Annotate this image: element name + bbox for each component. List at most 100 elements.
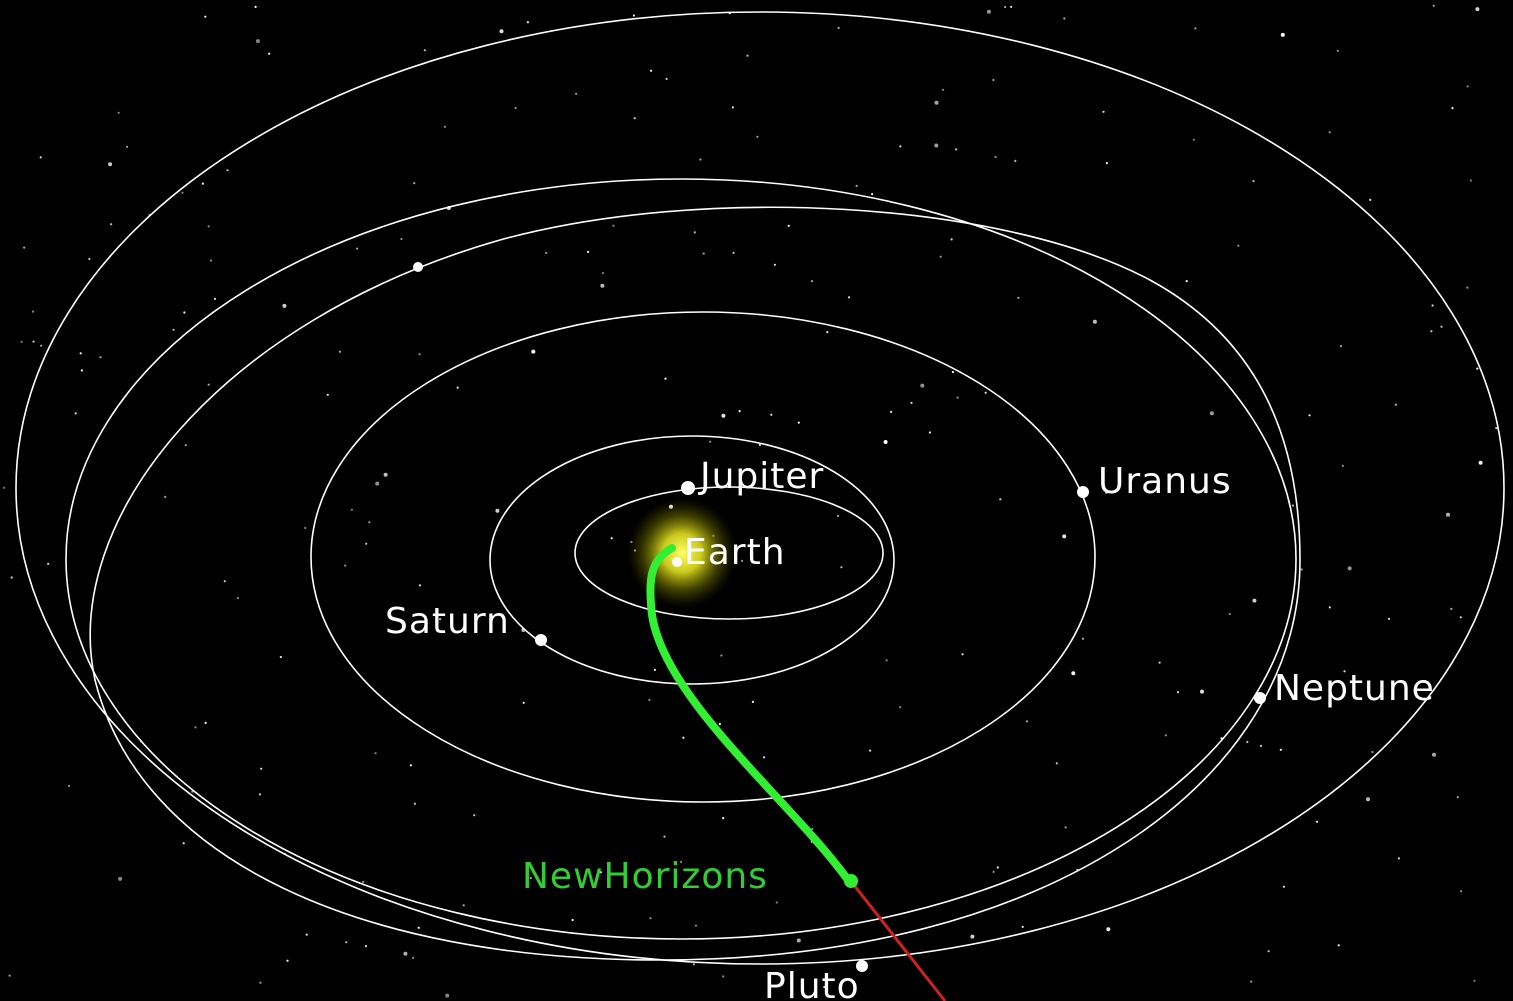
- star: [1228, 612, 1231, 616]
- star: [899, 145, 902, 148]
- star: [575, 92, 578, 95]
- star: [356, 247, 359, 250]
- star: [1343, 670, 1346, 673]
- star: [80, 369, 83, 372]
- star: [1431, 304, 1434, 307]
- star: [1185, 280, 1188, 283]
- star: [260, 767, 263, 770]
- star: [587, 250, 590, 253]
- pluto-dot-icon: [856, 960, 868, 972]
- star: [693, 231, 696, 234]
- star: [1456, 796, 1459, 799]
- star: [79, 352, 82, 355]
- star: [939, 255, 942, 258]
- saturn-dot-icon: [535, 634, 547, 646]
- star: [344, 564, 347, 567]
- star: [692, 963, 696, 966]
- star: [375, 481, 380, 486]
- star: [1308, 414, 1311, 417]
- star: [39, 156, 42, 159]
- star: [775, 901, 778, 904]
- star: [1291, 504, 1295, 507]
- star: [473, 814, 476, 817]
- star: [1397, 857, 1400, 860]
- star: [1250, 980, 1253, 983]
- star: [1476, 367, 1479, 370]
- star: [1430, 330, 1433, 333]
- star: [462, 904, 465, 907]
- star: [928, 431, 932, 434]
- star: [751, 700, 755, 704]
- star: [409, 764, 412, 767]
- star: [1460, 890, 1463, 893]
- star: [1105, 162, 1108, 165]
- orbit-saturn: [310, 311, 1096, 803]
- orbit-uranus: [65, 178, 1297, 940]
- star: [413, 802, 416, 805]
- star: [1192, 138, 1195, 141]
- star: [934, 100, 939, 105]
- star: [194, 726, 197, 729]
- star: [209, 259, 213, 262]
- star: [338, 350, 341, 353]
- star: [304, 526, 307, 530]
- star: [268, 52, 271, 55]
- star: [1337, 944, 1340, 947]
- star: [1280, 32, 1285, 37]
- star: [1315, 820, 1319, 823]
- star: [1025, 720, 1029, 723]
- star: [699, 158, 702, 161]
- star: [709, 440, 712, 443]
- uranus-dot-icon: [1077, 486, 1089, 498]
- star: [871, 193, 874, 196]
- star: [741, 559, 744, 563]
- star: [445, 993, 450, 998]
- star: [680, 860, 683, 864]
- star: [1004, 5, 1007, 9]
- star: [899, 706, 902, 709]
- orbits: [15, 11, 1505, 965]
- label-neptune: Neptune: [1274, 668, 1435, 709]
- star: [1259, 744, 1263, 748]
- star: [286, 959, 289, 962]
- spacecraft-dot-icon: [844, 874, 858, 888]
- star: [950, 238, 953, 241]
- star: [883, 440, 888, 444]
- star: [996, 866, 999, 869]
- star: [837, 26, 840, 29]
- star: [99, 356, 102, 359]
- star: [1475, 7, 1480, 12]
- star: [1387, 617, 1391, 621]
- star: [992, 870, 995, 874]
- star: [810, 280, 814, 283]
- star: [650, 69, 653, 72]
- star: [599, 871, 603, 874]
- star: [1081, 637, 1085, 640]
- star: [738, 410, 741, 413]
- star: [1014, 159, 1017, 162]
- star: [758, 443, 762, 446]
- star: [31, 310, 35, 313]
- star: [571, 918, 574, 922]
- star: [1282, 885, 1285, 888]
- star: [732, 251, 735, 254]
- star: [526, 21, 530, 24]
- star: [1194, 27, 1197, 30]
- star: [412, 956, 415, 959]
- star: [67, 784, 71, 788]
- star: [633, 117, 636, 120]
- star: [181, 191, 184, 194]
- star: [601, 271, 605, 275]
- star: [1017, 296, 1020, 299]
- star: [545, 251, 548, 254]
- star: [992, 78, 995, 82]
- star: [722, 817, 725, 820]
- star: [443, 125, 446, 128]
- star-field: [3, 4, 1498, 998]
- star: [718, 722, 722, 726]
- star: [383, 472, 388, 477]
- star: [183, 311, 186, 314]
- star: [400, 237, 403, 241]
- star: [1466, 85, 1469, 88]
